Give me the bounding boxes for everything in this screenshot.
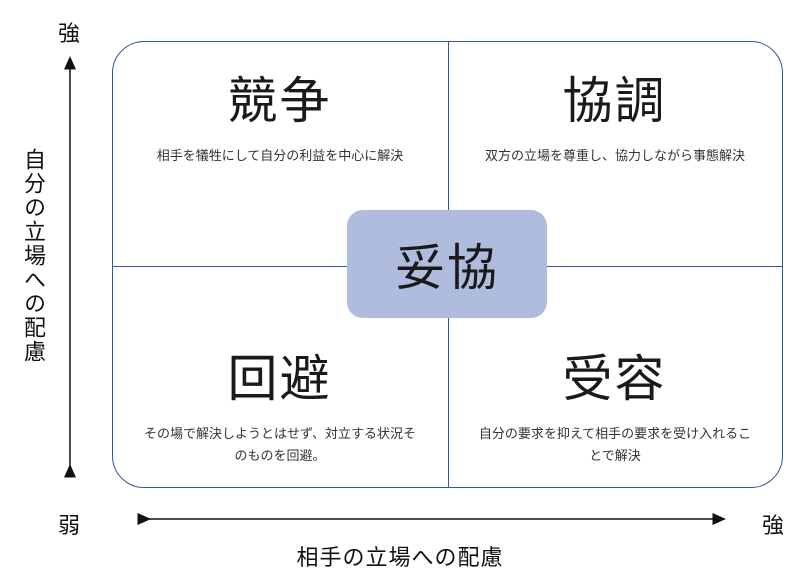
compromise-title: 妥協 [395, 239, 499, 297]
quadrant-accommodation-title: 受容 [562, 350, 667, 408]
quadrant-collaboration-description: 双方の立場を尊重し、協力しながら事態解決 [484, 149, 745, 164]
x-axis-title: 相手の立場への配慮 [296, 546, 504, 571]
y-axis-title: 自分の立場への配慮 [20, 148, 45, 364]
quadrant-collaboration-title: 協調 [562, 72, 667, 130]
compromise-box: 妥協 [347, 210, 547, 318]
quadrant-accommodation-description: 自分の要求を抑えて相手の要求を受け入れることで解決 [478, 427, 752, 464]
quadrant-competition-description: 相手を犠牲にして自分の利益を中心に解決 [156, 149, 404, 164]
y-axis-strong-label: 強 [58, 22, 81, 47]
quadrant-competition-title: 競争 [227, 72, 332, 130]
quadrant-avoidance-description: その場で解決しようとはせず、対立する状況そのものを回避。 [143, 427, 417, 464]
x-axis-strong-label: 強 [762, 514, 785, 539]
quadrant-avoidance-title: 回避 [227, 350, 332, 408]
axis-weak-label: 弱 [58, 514, 81, 539]
